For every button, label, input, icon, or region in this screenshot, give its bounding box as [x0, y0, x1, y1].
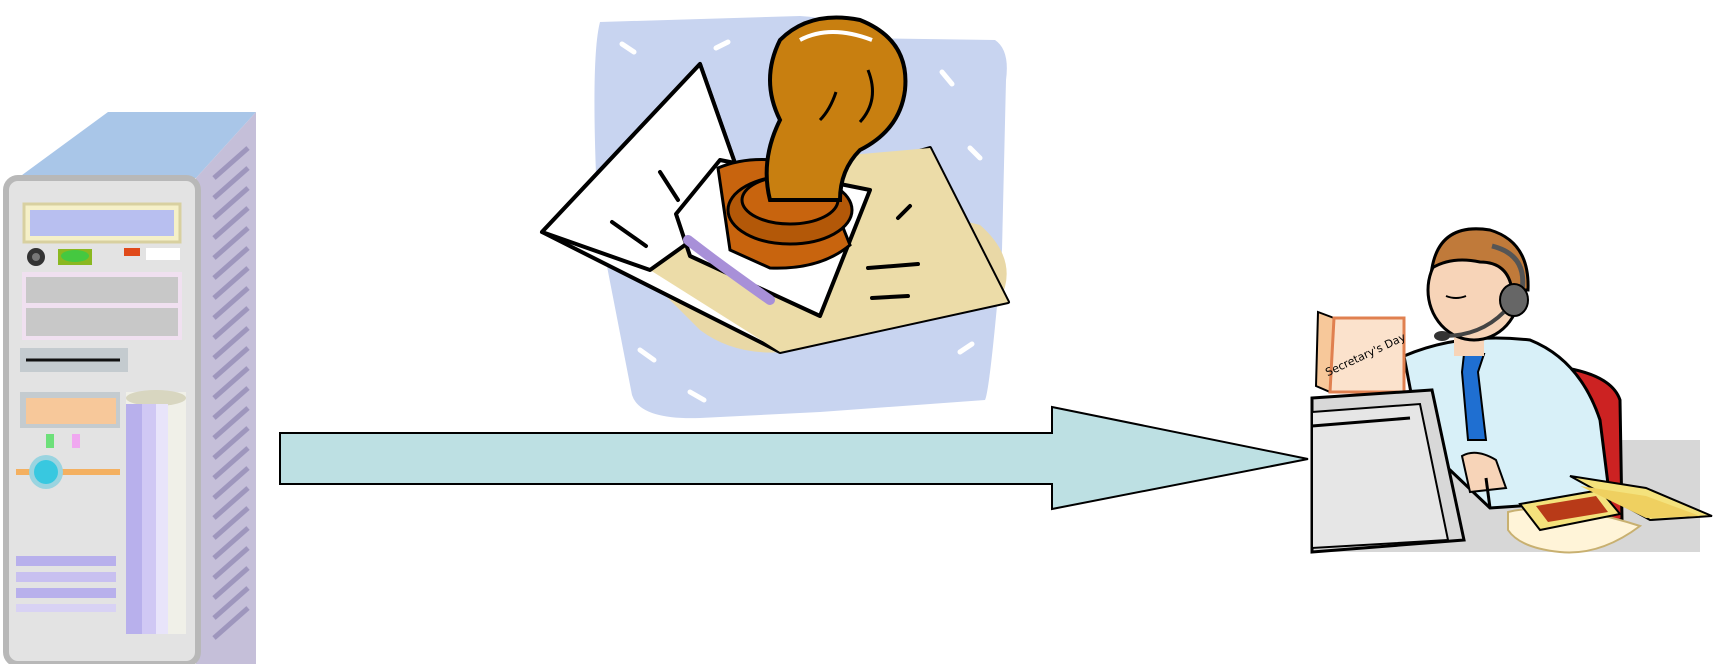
- call-center-operator-icon: Secretary's Day: [1312, 229, 1712, 553]
- rubber-stamp-document-icon: [542, 16, 1008, 418]
- book-icon: Secretary's Day: [1316, 312, 1408, 392]
- server-tower-icon: [6, 112, 256, 664]
- headset-icon: [1500, 284, 1528, 316]
- flow-arrow: [280, 407, 1308, 509]
